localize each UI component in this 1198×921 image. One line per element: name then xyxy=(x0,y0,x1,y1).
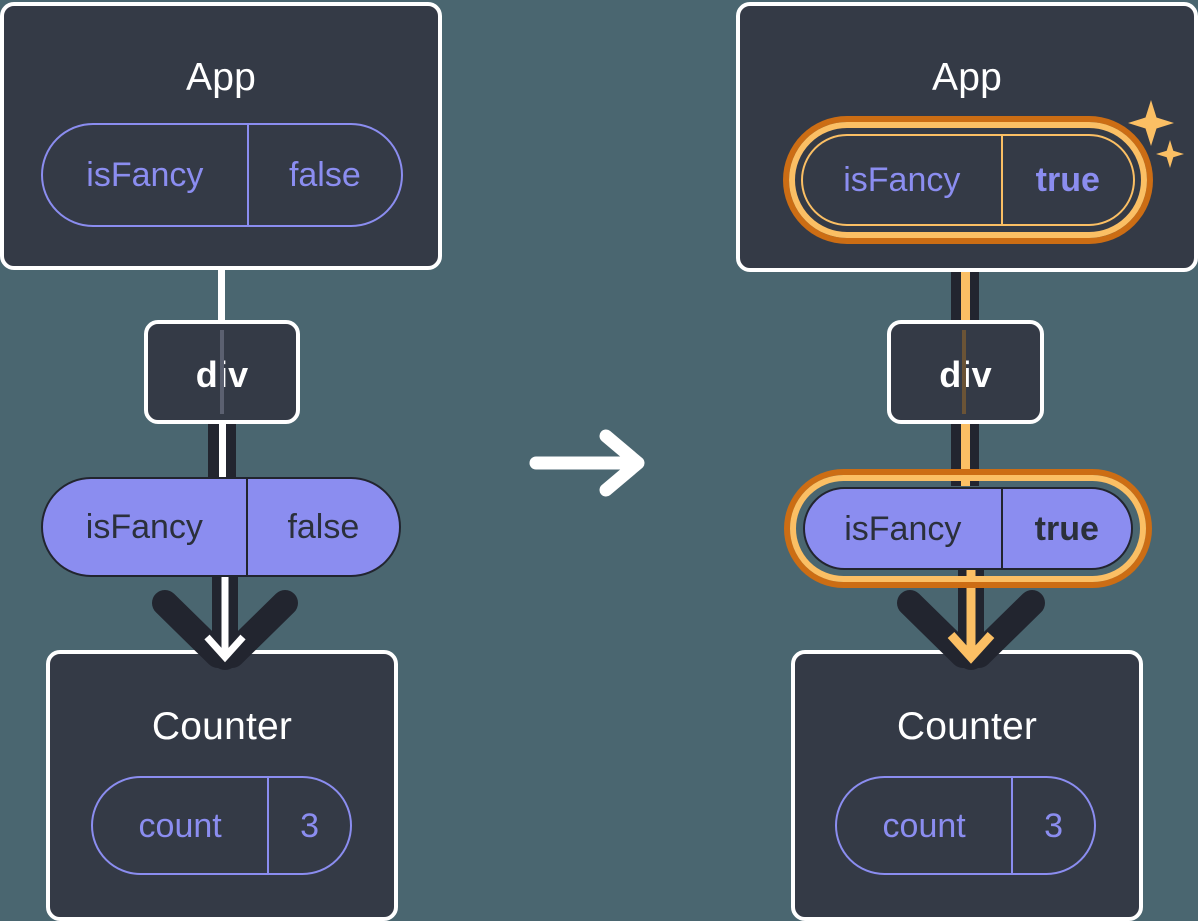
props-pill-value-after: true xyxy=(1000,489,1131,568)
counter-state-pill-before: count 3 xyxy=(91,776,352,875)
props-pill-value-before: false xyxy=(245,479,399,575)
counter-title-after: Counter xyxy=(896,705,1038,748)
app-state-pill-highlight-after xyxy=(789,122,1147,238)
counter-state-pill-key-after: count xyxy=(882,806,966,845)
app-state-pill-key-before: isFancy xyxy=(86,156,204,194)
arrow-props-to-counter-before xyxy=(152,565,298,670)
counter-state-pill-after: count 3 xyxy=(835,776,1096,875)
counter-state-pill-value-after: 3 xyxy=(1011,778,1094,873)
app-state-pill-after: isFancy true xyxy=(801,134,1135,226)
app-title-before: App xyxy=(186,56,256,99)
app-state-pill-before: isFancy false xyxy=(41,123,403,227)
props-pill-highlight-after xyxy=(790,475,1146,582)
app-state-pill-key-after: isFancy xyxy=(843,161,961,199)
edge-div-to-props-after xyxy=(961,420,970,486)
sparkle-large-icon xyxy=(1128,100,1174,146)
app-state-pill-value-before: false xyxy=(246,125,401,225)
app-state-pill-value-after: true xyxy=(1000,136,1133,224)
transition-right-arrow-icon xyxy=(529,429,645,497)
props-pill-key-after: isFancy xyxy=(844,509,962,548)
props-pill-before: isFancy false xyxy=(41,477,401,577)
edge-app-to-div-before xyxy=(218,262,225,320)
sparkle-small-icon xyxy=(1156,140,1184,168)
edge-passthrough-div-after xyxy=(962,330,966,414)
edge-passthrough-div-before xyxy=(220,330,224,414)
counter-state-pill-value-before: 3 xyxy=(267,778,350,873)
props-pill-after: isFancy true xyxy=(803,487,1133,570)
app-title-after: App xyxy=(932,56,1002,99)
props-pill-key-before: isFancy xyxy=(85,508,203,546)
counter-title-before: Counter xyxy=(151,705,293,748)
edge-app-to-div-after xyxy=(961,236,970,326)
counter-state-pill-key-before: count xyxy=(138,806,222,845)
edge-div-to-props-before xyxy=(219,420,226,486)
